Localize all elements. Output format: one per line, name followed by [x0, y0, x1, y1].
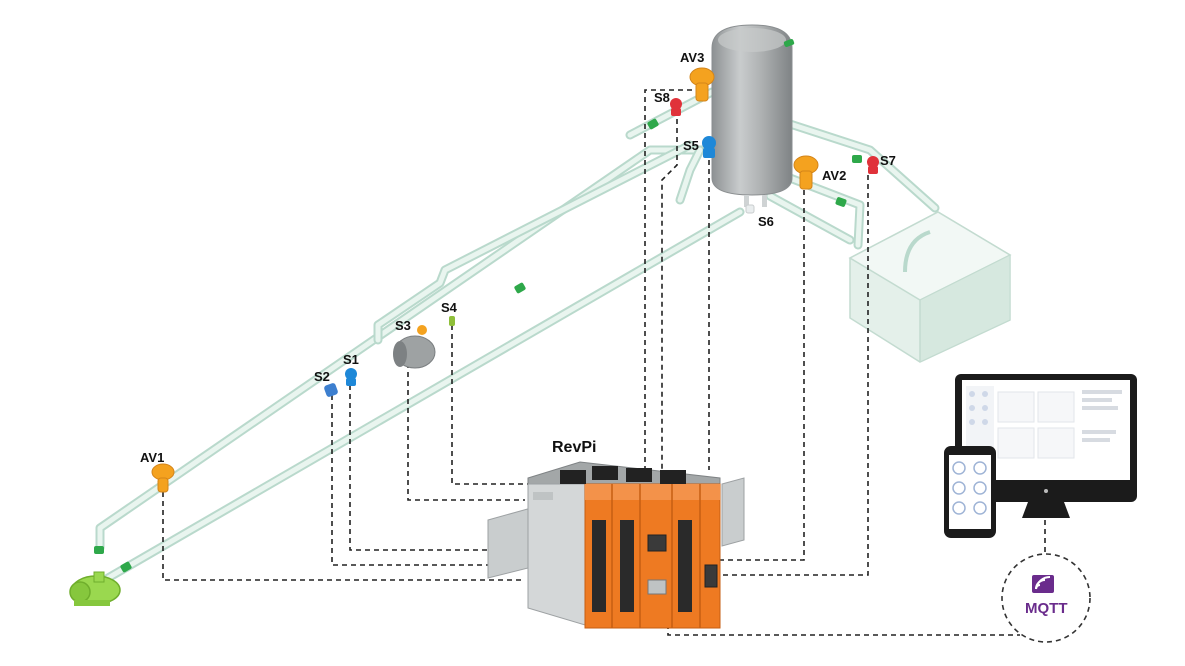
sensor-label-s5: S5 [683, 138, 699, 153]
sensor-s5[interactable]: S5 [683, 136, 716, 158]
actuator-label-av1: AV1 [140, 450, 164, 465]
sensor-label-s8: S8 [654, 90, 670, 105]
storage-tank [711, 24, 795, 207]
sensor-s7[interactable]: S7 [867, 153, 896, 174]
pump [69, 571, 121, 606]
sensor-s1[interactable]: S1 [343, 352, 359, 386]
signal-wiring [162, 80, 1046, 636]
sensor-s3[interactable]: S3 [393, 318, 436, 369]
sensor-s2[interactable]: S2 [314, 369, 339, 398]
sensor-label-s3: S3 [395, 318, 411, 333]
controller-label: RevPi [552, 439, 596, 456]
mqtt-badge: MQTT [1001, 553, 1091, 643]
actuator-av3[interactable]: AV3 [680, 50, 715, 102]
sensor-label-s1: S1 [343, 352, 359, 367]
mobile-phone [944, 446, 996, 538]
actuator-av2[interactable]: AV2 [793, 155, 846, 190]
actuator-av1[interactable]: AV1 [140, 450, 175, 493]
pipe-network [95, 87, 940, 583]
sensor-label-s4: S4 [441, 300, 458, 315]
sensor-s6[interactable]: S6 [745, 204, 774, 229]
mqtt-signal-icon [1032, 575, 1054, 593]
sensor-label-s6: S6 [758, 214, 774, 229]
sensor-label-s2: S2 [314, 369, 330, 384]
pipe-fittings [94, 118, 862, 573]
actuator-label-av3: AV3 [680, 50, 704, 65]
collection-basin [848, 211, 1012, 363]
sensor-s8[interactable]: S8 [654, 90, 682, 116]
revpi-controller[interactable]: RevPi [487, 439, 745, 629]
sensor-s4[interactable]: S4 [441, 300, 458, 326]
sensor-label-s7: S7 [880, 153, 896, 168]
actuator-label-av2: AV2 [822, 168, 846, 183]
mqtt-label: MQTT [1025, 600, 1068, 617]
